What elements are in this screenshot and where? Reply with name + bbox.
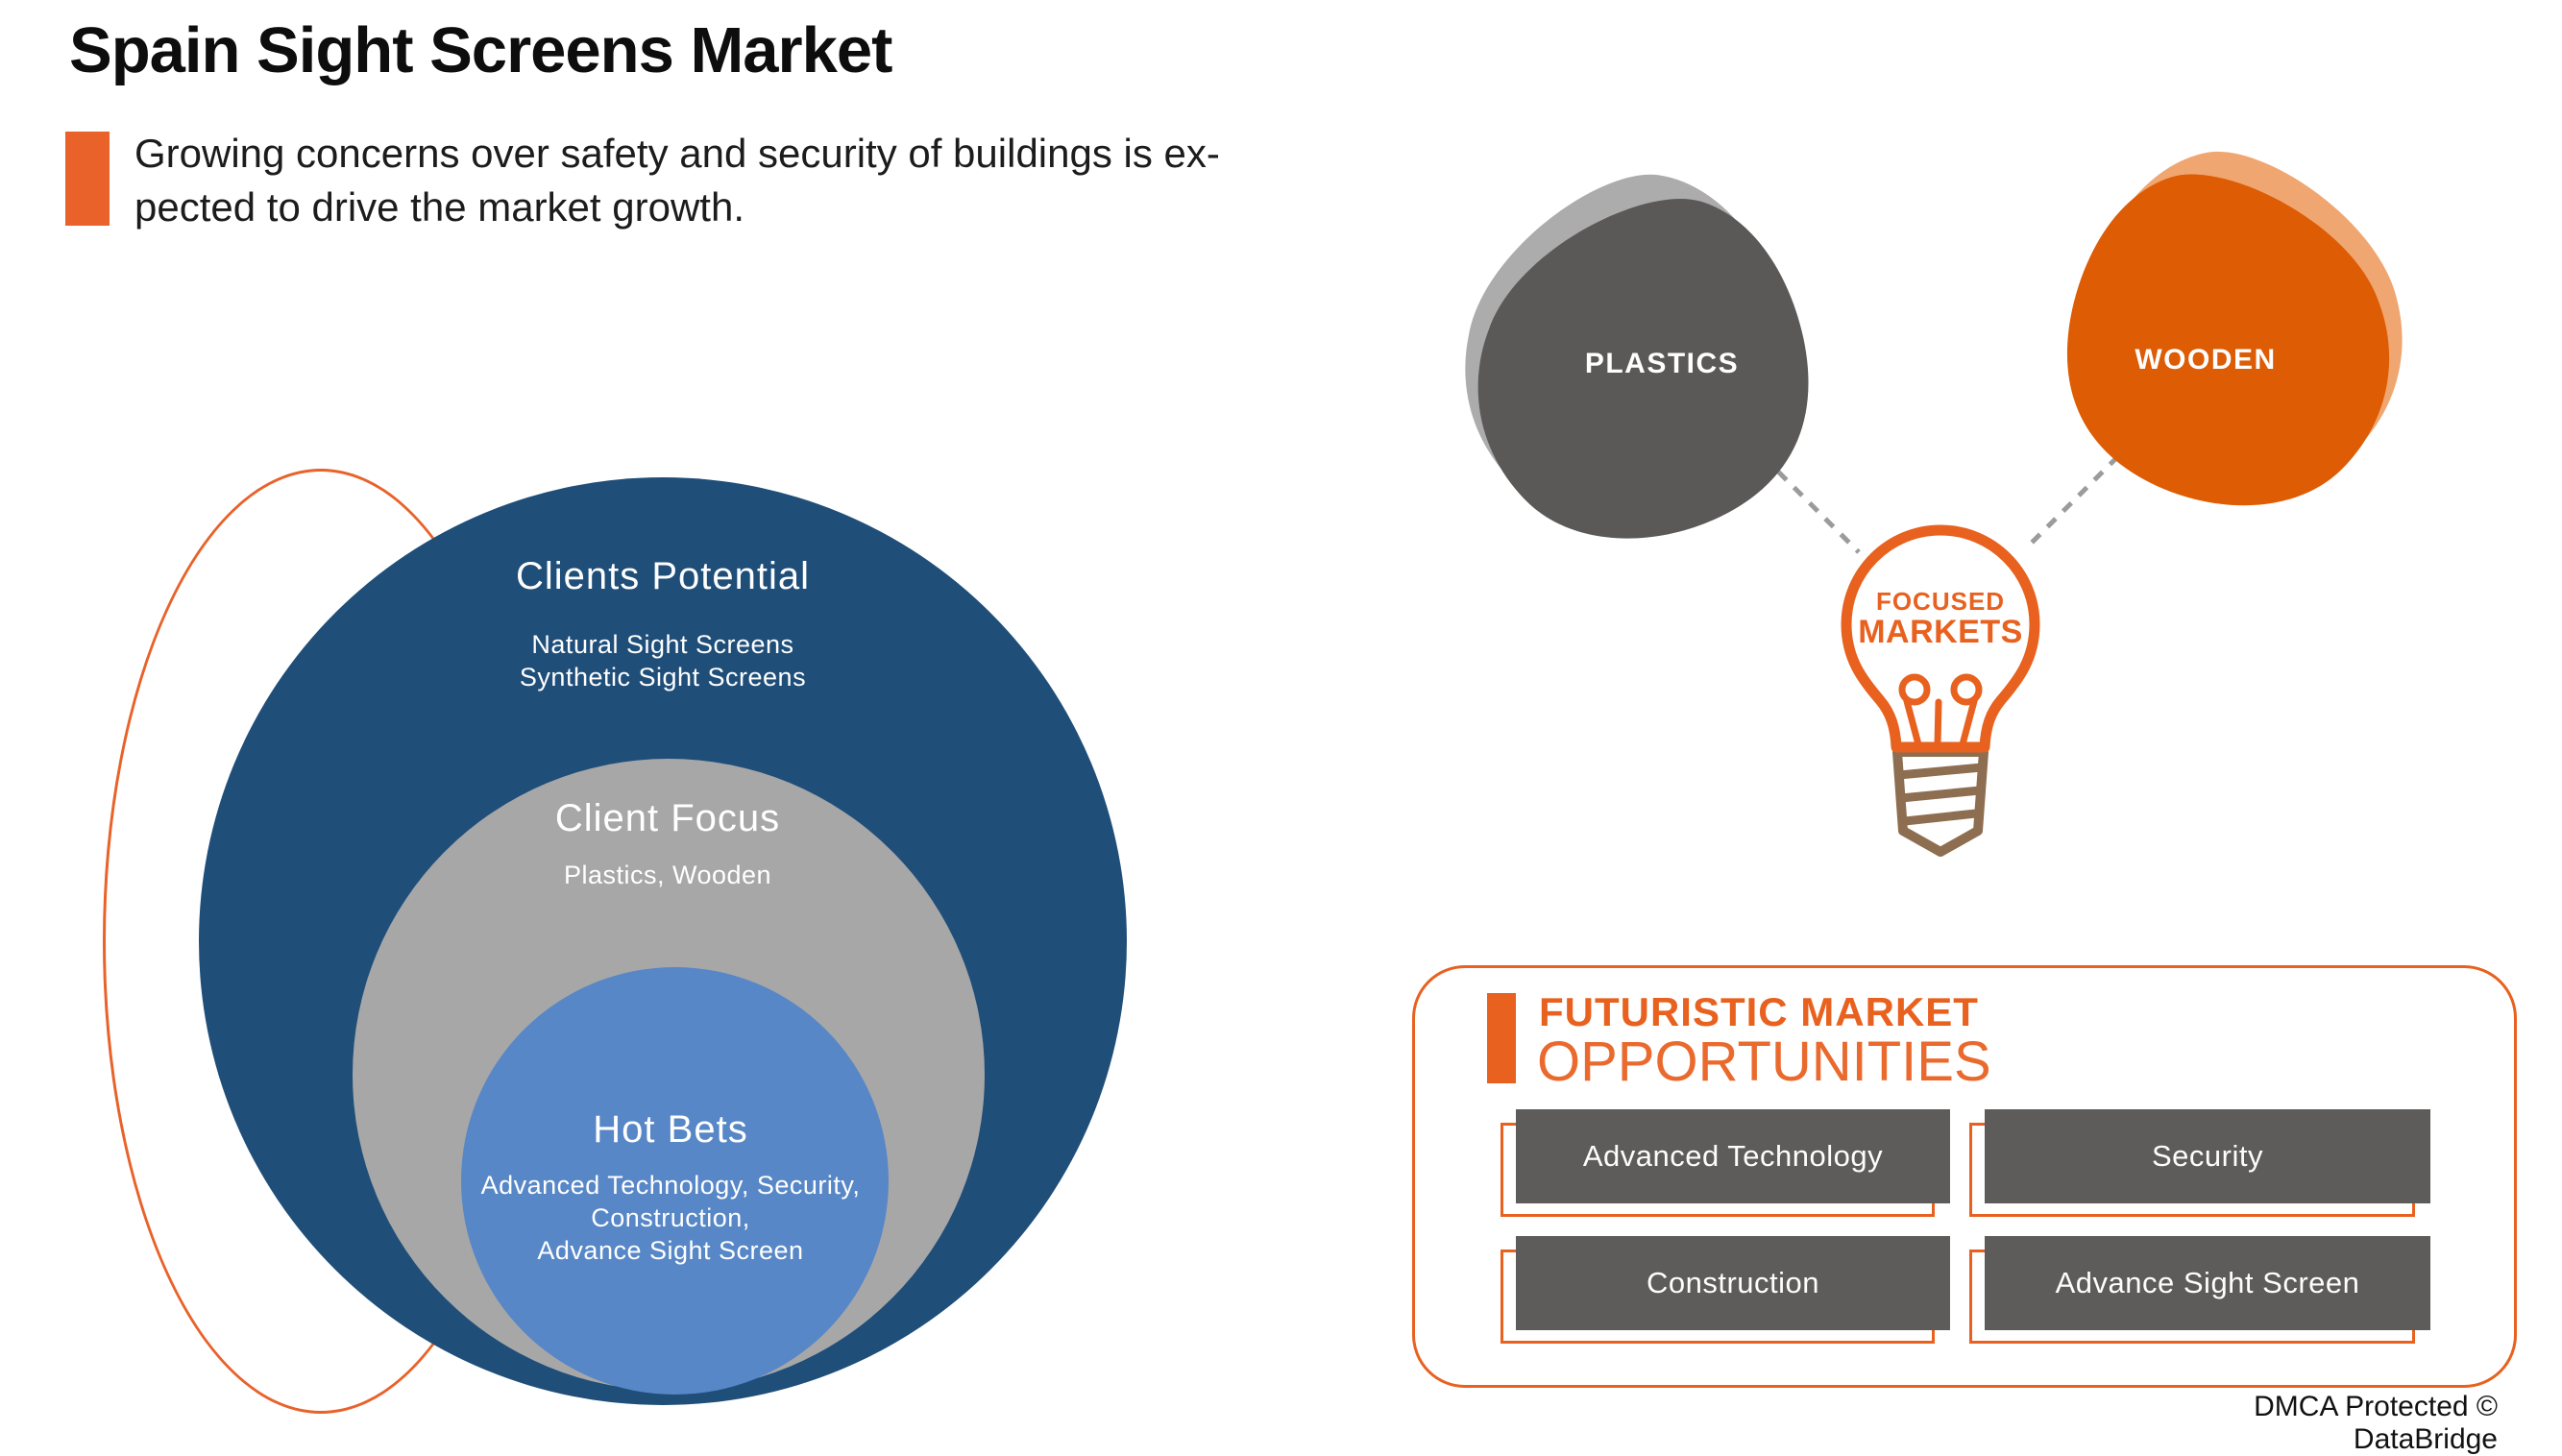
opportunity-label: Advanced Technology bbox=[1582, 1139, 1884, 1173]
client-focus-items: Plastics, Wooden bbox=[427, 859, 908, 891]
page-title: Spain Sight Screens Market bbox=[69, 14, 892, 86]
bulb-filament-loop-right bbox=[1950, 673, 1983, 706]
clients-potential-label: Clients Potential bbox=[515, 555, 811, 597]
hot-bets-label: Hot Bets bbox=[593, 1108, 748, 1151]
list-item: Plastics, Wooden bbox=[563, 861, 772, 889]
hot-bets-items: Advanced Technology, Security, Construct… bbox=[382, 1169, 959, 1267]
list-item: Advance Sight Screen bbox=[537, 1236, 804, 1265]
list-item: Construction, bbox=[591, 1203, 750, 1232]
hub-label-line2: MARKETS bbox=[1858, 614, 2023, 650]
focused-markets-lightbulb-icon: FOCUSED MARKETS bbox=[1841, 524, 2040, 857]
opportunity-label: Security bbox=[2152, 1139, 2263, 1173]
opportunity-label: Advance Sight Screen bbox=[2055, 1266, 2360, 1299]
opportunity-label: Construction bbox=[1646, 1266, 1820, 1299]
list-item: Natural Sight Screens bbox=[531, 630, 794, 659]
dmca-notice: DMCA Protected © DataBridge bbox=[2254, 1391, 2498, 1455]
opportunities-heading-line1: FUTURISTIC MARKET bbox=[1539, 989, 1979, 1034]
clients-potential-items: Natural Sight Screens Synthetic Sight Sc… bbox=[375, 628, 951, 693]
bulb-filament-loop-left bbox=[1898, 673, 1931, 706]
plastics-connector-line bbox=[1761, 454, 1861, 554]
ring-hot-bets bbox=[461, 967, 889, 1395]
opportunities-heading-line2: OPPORTUNITIES bbox=[1537, 1031, 1991, 1093]
opportunities-bullet-bar bbox=[1487, 993, 1516, 1083]
client-focus-label: Client Focus bbox=[554, 797, 781, 839]
opportunity-advance-sight-screen: Advance Sight Screen bbox=[1969, 1236, 2430, 1344]
opportunity-advanced-technology: Advanced Technology bbox=[1501, 1109, 1950, 1217]
subtitle-line-1: Growing concerns over safety and securit… bbox=[134, 131, 1220, 176]
subtitle: Growing concerns over safety and securit… bbox=[134, 127, 1220, 234]
wooden-node-label: WOODEN bbox=[2135, 344, 2277, 376]
dashed-connector-lines bbox=[1761, 454, 2120, 554]
subtitle-line-2: pected to drive the market growth. bbox=[134, 184, 744, 230]
bulb-filament-wires bbox=[1903, 697, 1978, 748]
list-item: Advanced Technology, Security, bbox=[480, 1171, 861, 1200]
plastics-node-label: PLASTICS bbox=[1584, 348, 1740, 379]
bulb-glass bbox=[1841, 524, 2040, 753]
subtitle-bullet-bar bbox=[65, 132, 110, 226]
opportunity-construction: Construction bbox=[1501, 1236, 1950, 1344]
hub-label-line1: FOCUSED bbox=[1876, 587, 2005, 616]
bulb-base-threads bbox=[1898, 763, 1983, 826]
opportunity-security: Security bbox=[1969, 1109, 2430, 1217]
list-item: Synthetic Sight Screens bbox=[519, 663, 807, 692]
